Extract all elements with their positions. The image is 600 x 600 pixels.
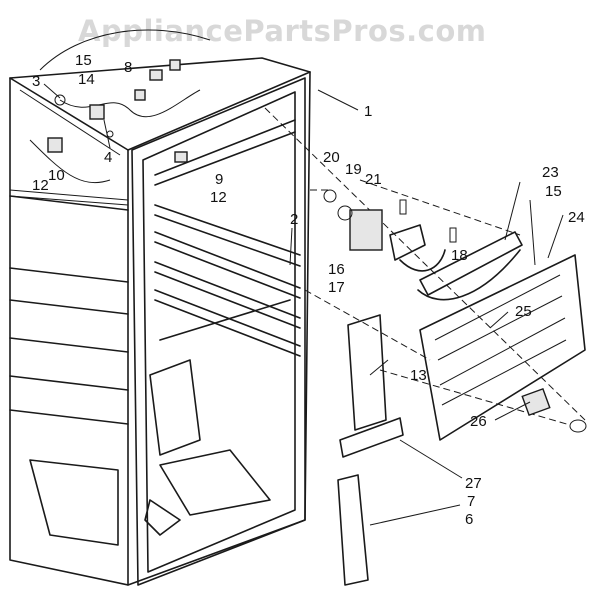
front-frame bbox=[131, 77, 306, 586]
callout-27: 27 bbox=[465, 475, 482, 492]
shelves bbox=[154, 119, 301, 357]
callout-19: 19 bbox=[345, 161, 362, 178]
leader-lines bbox=[264, 107, 586, 426]
bracket-and-cover bbox=[417, 231, 587, 441]
callout-10: 10 bbox=[48, 167, 65, 184]
callout-8: 8 bbox=[124, 59, 133, 76]
callout-25: 25 bbox=[515, 303, 532, 320]
callout-17: 17 bbox=[328, 279, 345, 296]
callout-20: 20 bbox=[323, 149, 340, 166]
callout-leaders bbox=[43, 83, 564, 526]
callout-26: 26 bbox=[470, 413, 487, 430]
callout-13: 13 bbox=[410, 367, 427, 384]
callout-3: 3 bbox=[32, 73, 41, 90]
callout-16: 16 bbox=[328, 261, 345, 278]
callout-21: 21 bbox=[365, 171, 382, 188]
callout-6: 6 bbox=[465, 511, 474, 528]
bottom-compartment bbox=[144, 359, 271, 536]
callout-14: 14 bbox=[78, 71, 95, 88]
callout-9: 9 bbox=[215, 171, 224, 188]
callout-1: 1 bbox=[364, 103, 373, 120]
control-wiring bbox=[29, 29, 211, 184]
callout-23: 23 bbox=[542, 164, 559, 181]
ducts bbox=[337, 314, 404, 586]
callout-12b: 12 bbox=[210, 189, 227, 206]
fan-motor-assembly bbox=[323, 189, 457, 272]
callout-2: 2 bbox=[290, 211, 299, 228]
watermark: AppliancePartsPros.com bbox=[78, 14, 487, 48]
callout-15a: 15 bbox=[75, 52, 92, 69]
callout-15b: 15 bbox=[545, 183, 562, 200]
callout-12a: 12 bbox=[32, 177, 49, 194]
callout-7: 7 bbox=[467, 493, 476, 510]
callout-24: 24 bbox=[568, 209, 585, 226]
callout-18: 18 bbox=[451, 247, 468, 264]
callout-4: 4 bbox=[104, 149, 113, 166]
